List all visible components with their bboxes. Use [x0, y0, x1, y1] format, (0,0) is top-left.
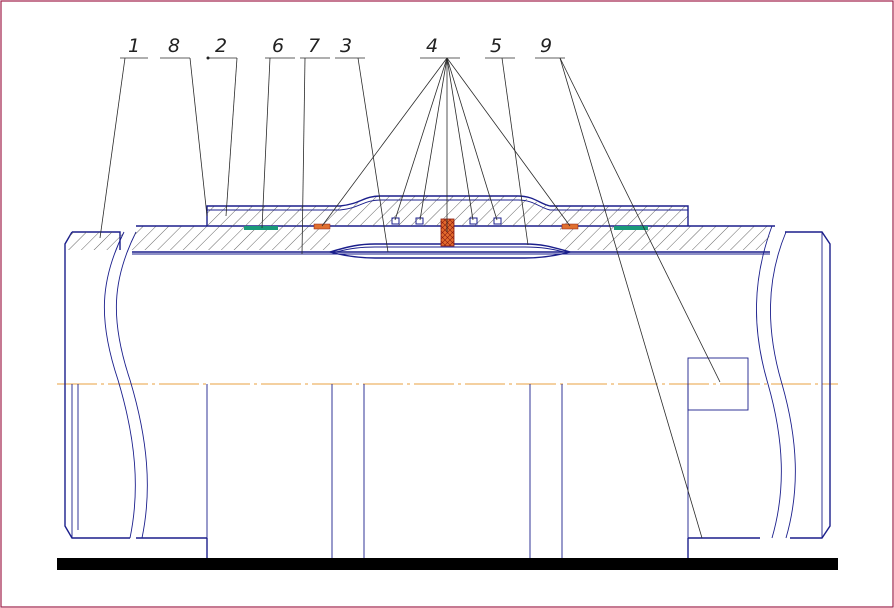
callout-label-6: 6: [272, 35, 284, 57]
callout-label-8: 8: [168, 35, 180, 57]
leader-lines: [99, 56, 721, 539]
right-break-line-b: [770, 231, 796, 539]
callout-label-5: 5: [490, 35, 502, 57]
main-pipe-body: [136, 384, 760, 558]
small-seal-rings: [313, 217, 579, 230]
plug-box: [687, 357, 749, 411]
green-insert-right: [614, 226, 648, 230]
green-insert-left: [244, 226, 278, 230]
center-seal-block: [440, 218, 455, 247]
callout-label-7: 7: [308, 35, 320, 57]
callout-label-4: 4: [426, 35, 438, 57]
right-pipe-end: [785, 231, 831, 539]
left-pipe-end: [64, 231, 130, 539]
ground-bar: [57, 558, 838, 570]
callout-label-2: 2: [215, 35, 227, 57]
callout-label-1: 1: [128, 35, 140, 57]
callout-label-9: 9: [540, 35, 552, 57]
right-break-line-a: [756, 225, 782, 539]
left-break-line-b: [115, 231, 148, 539]
left-break-line-a: [103, 231, 136, 539]
callout-label-3: 3: [340, 35, 352, 57]
inner-liner: [327, 243, 573, 259]
